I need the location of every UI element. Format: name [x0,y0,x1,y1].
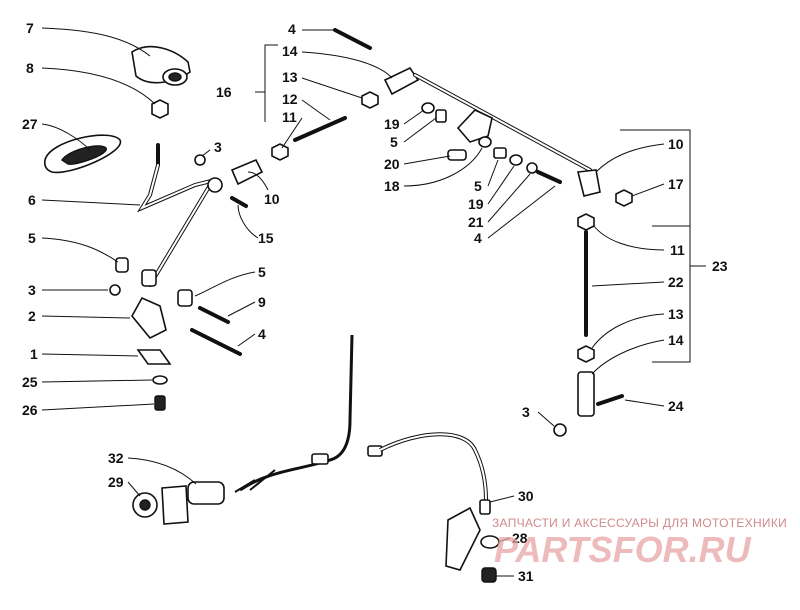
callout-17: 17 [668,176,684,192]
washer-25 [152,375,168,385]
callout-14: 14 [668,332,684,348]
callout-4: 4 [474,230,482,246]
callout-numbers: 7 8 27 6 5 3 2 1 25 26 3 15 5 9 4 4 14 1… [22,20,728,584]
callout-18: 18 [384,178,400,194]
callout-20: 20 [384,156,400,172]
callout-10: 10 [264,191,280,207]
wiring-harness [239,334,354,492]
bolt-24 [596,394,624,406]
nut-3-lower [553,423,567,437]
pivot-bracket [131,296,167,340]
threaded-rod-12 [293,116,347,142]
bushing-5-right [493,147,507,159]
cable-end [479,499,491,515]
connector-a [311,453,329,465]
rubber-pad [43,134,121,174]
rod-end-14-right [577,371,595,417]
callout-32: 32 [108,450,124,466]
callout-5: 5 [28,230,36,246]
lever-hub [207,177,223,193]
bushing-5-right [177,289,193,307]
callout-11: 11 [670,242,685,258]
washer-19-left [421,102,435,114]
connector-b [367,445,383,457]
sleeve-20 [447,149,467,161]
nut-17 [615,189,633,207]
callout-23: 23 [712,258,728,274]
nut-3-upper [194,154,206,166]
bolt-15 [230,196,248,208]
pin-9 [198,306,230,324]
switch-plate [161,485,189,525]
clevis-left [230,158,264,186]
callout-5: 5 [474,178,482,194]
callout-3: 3 [214,139,222,155]
bushing-5-mid [141,269,157,287]
callout-2: 2 [28,308,36,324]
callout-11: 11 [282,109,297,125]
callout-14: 14 [282,43,298,59]
switch-32 [187,481,225,505]
bolt-4-lower [190,328,242,356]
bolt-4-right [536,170,562,184]
rod-end-14 [383,66,420,96]
clevis-right [577,169,601,197]
callout-25: 25 [22,374,38,390]
callout-19: 19 [468,196,484,212]
parts-layer [43,28,633,583]
nut-3-mid [109,284,121,296]
callout-3: 3 [522,404,530,420]
bracket [456,109,493,143]
callout-13: 13 [282,69,298,85]
nut-11-left [271,143,289,161]
callout-16: 16 [216,84,232,100]
callout-5: 5 [390,134,398,150]
washer-21 [526,162,538,174]
callout-22: 22 [668,274,684,290]
callout-9: 9 [258,294,266,310]
callout-31: 31 [518,568,534,584]
nut-8 [151,99,169,119]
nut-11-right [577,213,595,231]
watermark-brand: PARTSFOR.RU [494,529,752,570]
bolt-4-top [333,28,372,50]
callout-29: 29 [108,474,124,490]
nut-13-right [577,345,595,363]
watermark-tagline: ЗАПЧАСТИ И АКСЕССУАРЫ ДЛЯ МОТОТЕХНИКИ [492,516,787,530]
pedal-pad [131,45,191,86]
callout-30: 30 [518,488,534,504]
watermark: ЗАПЧАСТИ И АКСЕССУАРЫ ДЛЯ МОТОТЕХНИКИ PA… [492,516,787,570]
callout-1: 1 [30,346,38,362]
cable-bracket [445,506,481,571]
washer-19-right [509,154,523,166]
callout-13: 13 [668,306,684,322]
callout-10: 10 [668,136,684,152]
cap-31 [481,567,497,583]
callout-4: 4 [258,326,266,342]
part-18 [478,136,492,148]
bushing-5-lower [115,257,129,273]
callout-7: 7 [26,20,34,36]
callout-8: 8 [26,60,34,76]
bushing-5-left [435,109,447,123]
callout-27: 27 [22,116,38,132]
mount-plate [136,349,172,365]
bolt-26 [154,395,166,411]
callout-28: 28 [512,530,528,546]
callout-5: 5 [258,264,266,280]
callout-26: 26 [22,402,38,418]
callout-3: 3 [28,282,36,298]
callout-4: 4 [288,21,296,37]
callout-24: 24 [668,398,684,414]
callout-21: 21 [468,214,484,230]
callout-15: 15 [258,230,274,246]
callout-12: 12 [282,91,298,107]
callout-19: 19 [384,116,400,132]
callout-6: 6 [28,192,36,208]
nut-13-left [361,91,379,109]
leader-lines [41,27,706,577]
